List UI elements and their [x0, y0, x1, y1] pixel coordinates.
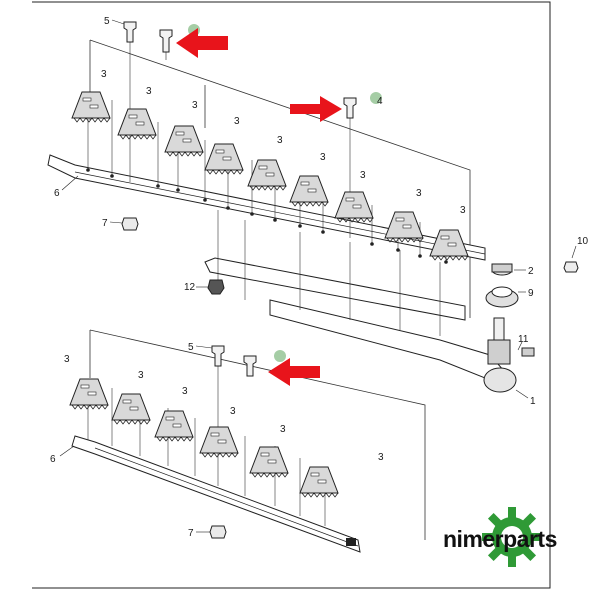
callout-3-m: 3 — [230, 406, 236, 417]
callout-12: 12 — [184, 282, 196, 293]
part-12 — [207, 279, 225, 295]
callout-3-c: 3 — [192, 100, 198, 111]
brand-name: nimerparts — [443, 526, 557, 552]
reinforcing-bar — [204, 257, 466, 321]
knife-back-bar-bottom — [71, 435, 361, 553]
callout-3-h: 3 — [416, 188, 422, 199]
callout-3-n: 3 — [280, 424, 286, 435]
callout-3-e: 3 — [277, 135, 283, 146]
callout-4: 4 — [377, 96, 383, 107]
callout-3-i: 3 — [460, 205, 466, 216]
callout-3-b: 3 — [146, 86, 152, 97]
callout-3-d: 3 — [234, 116, 240, 127]
callout-3-k: 3 — [138, 370, 144, 381]
knife-back-bar — [47, 154, 486, 261]
callouts-top: 5 3 3 3 3 3 3 3 3 3 4 6 7 12 10 2 9 11 1 — [54, 16, 589, 407]
knife-sections-bottom — [69, 378, 339, 498]
callout-6-top: 6 — [54, 188, 60, 199]
callout-3-a: 3 — [101, 69, 107, 80]
part-9 — [485, 286, 519, 308]
callout-5-top: 5 — [104, 16, 110, 27]
callout-3-f: 3 — [320, 152, 326, 163]
arrow-top-right — [290, 96, 342, 122]
bolt-5-bottom — [211, 345, 225, 367]
callout-7-bottom: 7 — [188, 528, 194, 539]
callout-7-top: 7 — [102, 218, 108, 229]
top-assembly — [47, 21, 579, 393]
callout-2: 2 — [528, 266, 534, 277]
callout-3-j: 3 — [64, 354, 70, 365]
nut-7-bottom — [209, 525, 227, 539]
rivets-top — [86, 168, 448, 264]
page-frame — [32, 1, 551, 589]
callout-3-o: 3 — [378, 452, 384, 463]
gear-logo-icon — [482, 507, 542, 567]
callout-1: 1 — [530, 396, 536, 407]
knife-head-arm — [269, 299, 535, 393]
callout-11: 11 — [518, 334, 529, 345]
bottom-assembly — [69, 329, 426, 553]
arrow-top-left — [176, 28, 228, 58]
callout-5-bottom: 5 — [188, 342, 194, 353]
bolt-4 — [343, 92, 382, 119]
arrow-bottom — [268, 358, 320, 386]
callout-10: 10 — [577, 236, 589, 247]
callout-3-l: 3 — [182, 386, 188, 397]
part-10 — [563, 261, 579, 273]
bolt-5-top — [123, 21, 137, 43]
callout-9: 9 — [528, 288, 534, 299]
callout-3-g: 3 — [360, 170, 366, 181]
callouts-bottom: 5 3 3 3 3 3 3 6 7 — [50, 342, 384, 539]
callout-6-bottom: 6 — [50, 454, 56, 465]
red-arrows — [176, 28, 342, 386]
nut-7-top — [121, 217, 139, 231]
part-2 — [491, 263, 513, 276]
bolt-highlighted-bottom — [243, 350, 286, 377]
